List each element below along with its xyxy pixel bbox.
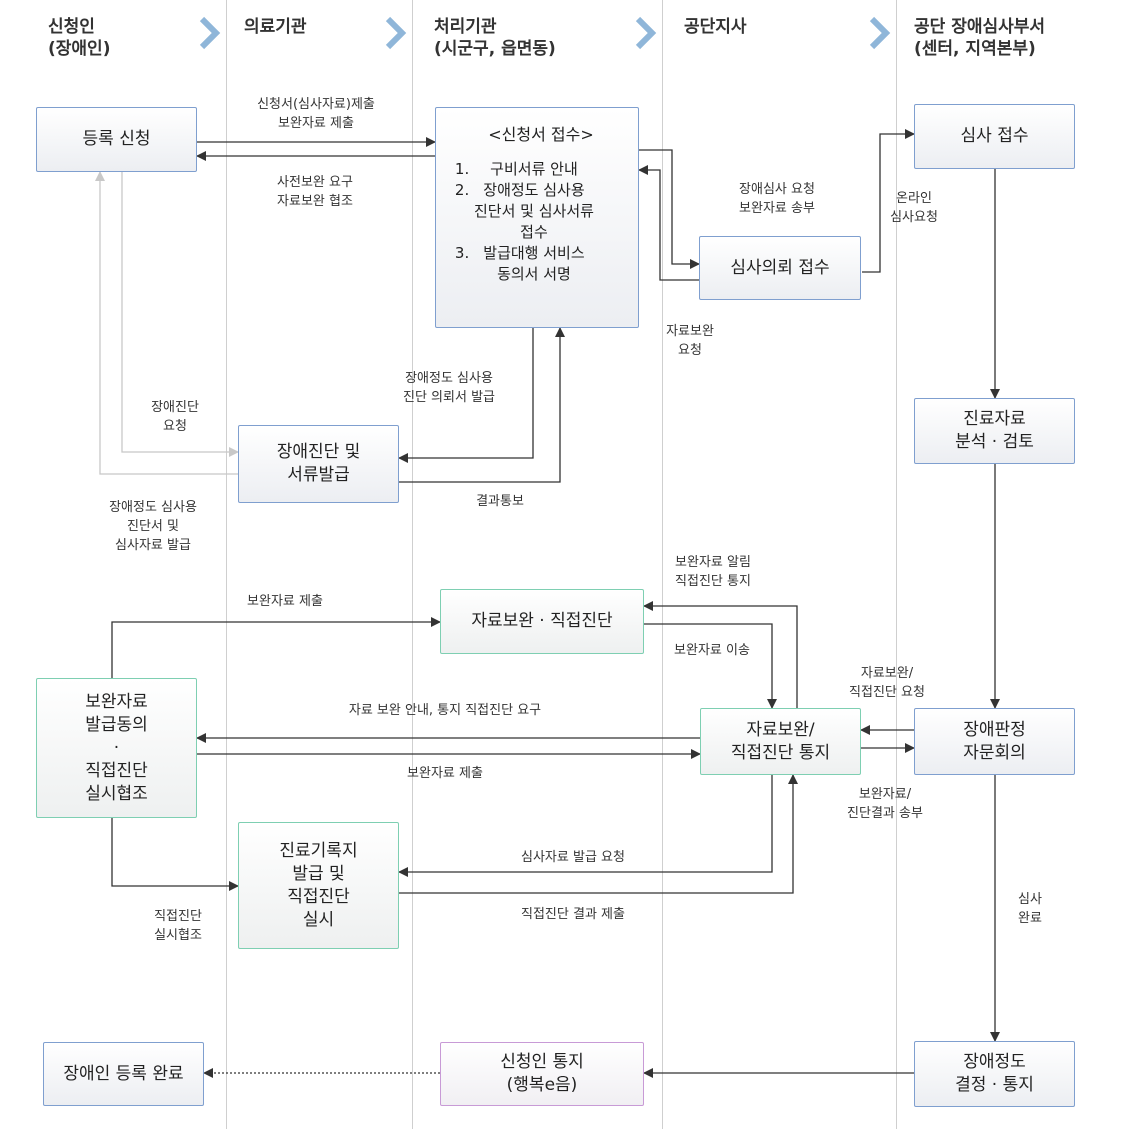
label-diag-docs-issue: 장애정도 심사용 진단서 및 심사자료 발급 <box>109 500 197 553</box>
review-receive-box: 심사 접수 <box>914 104 1075 169</box>
applicant-notify-label: 신청인 통지 (행복e음) <box>500 1052 584 1095</box>
label-online-review: 온라인 심사요청 <box>890 191 938 225</box>
label-result-report: 결과통보 <box>476 494 524 509</box>
chevron-right-icon <box>635 16 657 50</box>
label-supp-alert: 보완자료 알림 직접진단 통지 <box>675 555 751 589</box>
supplement-notice-box: 자료보완/ 직접진단 통지 <box>700 708 861 775</box>
registration-complete-box: 장애인 등록 완료 <box>43 1042 204 1106</box>
registration-complete-label: 장애인 등록 완료 <box>63 1063 184 1084</box>
diagnosis-issue-box: 장애진단 및 서류발급 <box>238 425 399 503</box>
arrow-result-report <box>399 327 565 483</box>
label-pre-supplement: 사전보완 요구 자료보완 협조 <box>277 175 353 209</box>
intake-item: 발급대행 서비스 동의서 서명 <box>474 243 594 285</box>
label-review-complete: 심사 완료 <box>1018 892 1042 926</box>
supplement-notice-label: 자료보완/ 직접진단 통지 <box>730 719 831 763</box>
lane-header-applicant: 신청인 (장애인) <box>48 17 111 59</box>
intake-item: 구비서류 안내 <box>474 159 594 180</box>
application-intake-box: <신청서 접수> 구비서류 안내 장애정도 심사용 진단서 및 심사서류 접수 … <box>435 107 639 328</box>
committee-box: 장애판정 자문회의 <box>914 708 1075 775</box>
lane-header-branch: 공단지사 <box>684 17 747 37</box>
intake-item: 장애정도 심사용 진단서 및 심사서류 접수 <box>474 180 594 243</box>
arrow-direct-diag-cooperation <box>111 818 239 891</box>
chevron-right-icon <box>869 16 891 50</box>
label-supp-results: 보완자료/ 진단결과 송부 <box>847 787 923 821</box>
label-supp-submit-top: 보완자료 제출 <box>247 594 323 609</box>
committee-label: 장애판정 자문회의 <box>963 719 1026 763</box>
arrow-diag-request-issue <box>398 328 534 463</box>
label-supp-submit: 보완자료 제출 <box>407 766 483 781</box>
arrow-supp-submit-top <box>111 617 441 678</box>
decision-box: 장애정도 결정 · 통지 <box>914 1041 1075 1107</box>
label-direct-diag-result: 직접진단 결과 제출 <box>521 907 625 922</box>
medical-record-box: 진료기록지 발급 및 직접진단 실시 <box>238 822 399 949</box>
supplement-direct-box: 자료보완 · 직접진단 <box>440 589 644 654</box>
arrow-supplement-request <box>638 165 699 281</box>
intake-items: 구비서류 안내 장애정도 심사용 진단서 및 심사서류 접수 발급대행 서비스 … <box>454 159 594 285</box>
lane-header-medical: 의료기관 <box>244 17 307 37</box>
label-submit-application: 신청서(심사자료)제출 보완자료 제출 <box>257 97 375 131</box>
arrow-records-issue-request <box>398 775 773 877</box>
chevron-right-icon <box>385 16 407 50</box>
lane-header-review-dept: 공단 장애심사부서 (센터, 지역본부) <box>914 17 1046 59</box>
review-receive-label: 심사 접수 <box>960 126 1029 146</box>
chevron-right-icon <box>199 16 221 50</box>
lane-divider <box>412 0 413 1129</box>
label-direct-diag-cooperation: 직접진단 실시협조 <box>154 909 202 943</box>
supplement-direct-label: 자료보완 · 직접진단 <box>471 611 613 631</box>
lane-divider <box>226 0 227 1129</box>
diagnosis-issue-label: 장애진단 및 서류발급 <box>276 442 361 485</box>
records-review-label: 진료자료 분석 · 검토 <box>955 409 1034 452</box>
lane-divider <box>662 0 663 1129</box>
lane-header-processing: 처리기관 (시군구, 읍면동) <box>434 17 556 59</box>
arrow-online-review <box>862 129 915 273</box>
consent-cooperation-label: 보완자료 발급동의 · 직접진단 실시협조 <box>85 691 148 804</box>
label-diag-request: 장애진단 요청 <box>151 400 199 434</box>
label-review-request: 장애심사 요청 보완자료 송부 <box>739 182 815 216</box>
label-diag-request-issue: 장애정도 심사용 진단 의뢰서 발급 <box>403 371 495 405</box>
label-records-issue-request: 심사자료 발급 요청 <box>521 850 625 865</box>
decision-label: 장애정도 결정 · 통지 <box>955 1052 1034 1095</box>
records-review-box: 진료자료 분석 · 검토 <box>914 398 1075 464</box>
label-supp-guidance: 자료 보완 안내, 통지 직접진단 요구 <box>348 703 542 718</box>
arrow-diag-docs-issue <box>95 171 238 475</box>
intake-title: <신청서 접수> <box>488 125 594 144</box>
review-request-box: 심사의뢰 접수 <box>699 236 861 300</box>
consent-cooperation-box: 보완자료 발급동의 · 직접진단 실시협조 <box>36 678 197 818</box>
arrow-direct-diag-result <box>399 774 798 894</box>
arrow-supp-alert <box>643 601 798 708</box>
lane-divider <box>896 0 897 1129</box>
label-supp-transfer: 보완자료 이송 <box>674 643 750 658</box>
medical-record-label: 진료기록지 발급 및 직접진단 실시 <box>279 840 358 930</box>
arrow-supp-transfer <box>644 623 777 709</box>
arrow-diag-request <box>121 172 239 457</box>
register-application-box: 등록 신청 <box>36 107 197 172</box>
label-supplement-request: 자료보완 요청 <box>666 324 714 358</box>
applicant-notify-box: 신청인 통지 (행복e음) <box>440 1042 644 1106</box>
register-application-label: 등록 신청 <box>82 129 151 149</box>
label-supp-direct-request: 자료보완/ 직접진단 요청 <box>849 666 925 700</box>
review-request-label: 심사의뢰 접수 <box>730 257 830 278</box>
arrow-review-request <box>639 149 700 269</box>
